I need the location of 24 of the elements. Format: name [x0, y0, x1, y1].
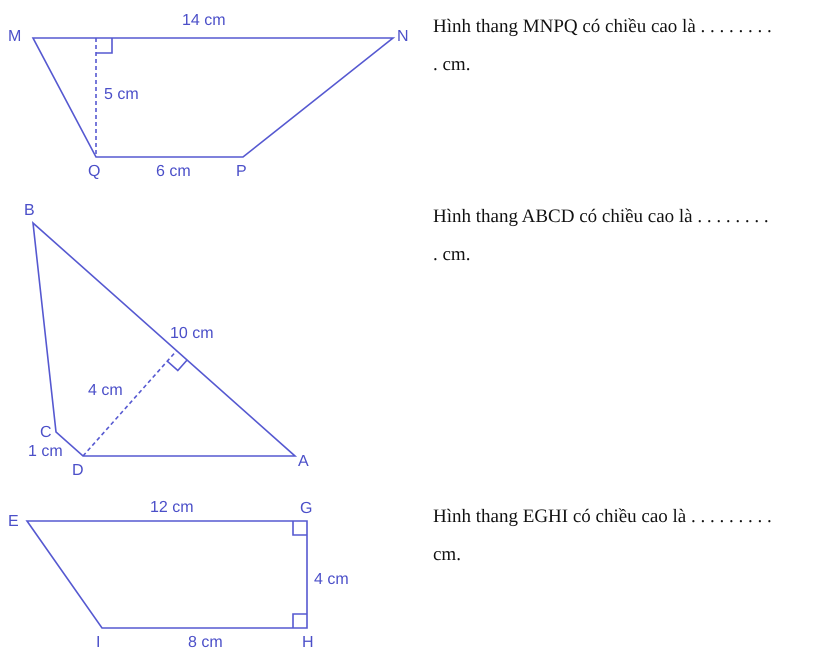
dimension-label: 5 cm — [104, 86, 139, 104]
vertex-label: Q — [88, 163, 100, 181]
vertex-label: H — [302, 634, 314, 652]
dimension-label: 1 cm — [28, 443, 63, 461]
vertex-label: C — [40, 424, 52, 442]
vertex-label: M — [8, 28, 22, 46]
question-text: Hình thang MNPQ có chiều cao là . . . . . . . . . cm. — [433, 15, 773, 77]
question-text: Hình thang ABCD có chiều cao là . . . . . . . . . cm. — [433, 205, 770, 267]
dimension-label: 12 cm — [150, 499, 194, 517]
dimension-label: 4 cm — [88, 382, 123, 400]
vertex-label: D — [72, 462, 84, 480]
question-text: Hình thang EGHI có chiều cao là . . . . . . . . . cm. — [433, 505, 773, 567]
dimension-label: 10 cm — [170, 325, 214, 343]
vertex-label: E — [8, 513, 19, 531]
dimension-label: 4 cm — [314, 571, 349, 589]
vertex-label: B — [24, 202, 35, 220]
vertex-label: G — [300, 500, 312, 518]
dimension-label: 14 cm — [182, 12, 226, 30]
vertex-label: N — [397, 28, 409, 46]
vertex-label: P — [236, 163, 247, 181]
vertex-label: I — [96, 634, 100, 652]
dimension-label: 6 cm — [156, 163, 191, 181]
dimension-label: 8 cm — [188, 634, 223, 652]
vertex-label: A — [298, 453, 309, 471]
